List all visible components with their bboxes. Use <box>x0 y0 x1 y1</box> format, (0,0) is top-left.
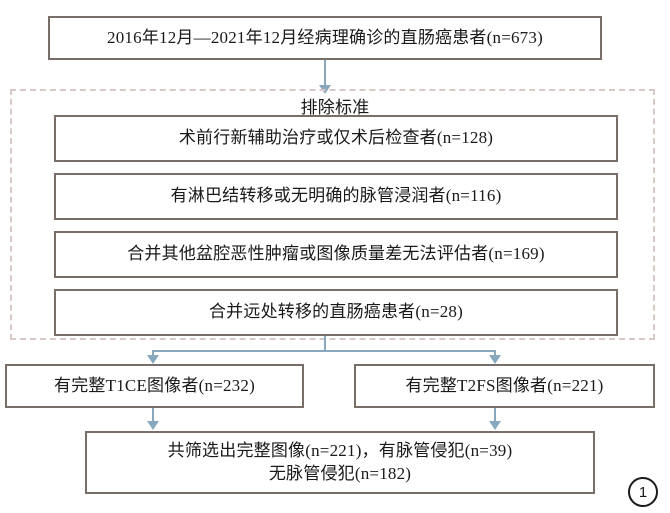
connector-source-to-exclusions <box>324 60 326 88</box>
node-branch-t2fs: 有完整T2FS图像者(n=221) <box>354 364 655 408</box>
exclusion-criteria-title: 排除标准 <box>300 98 370 117</box>
node-source-cohort-label: 2016年12月—2021年12月经病理确诊的直肠癌患者(n=673) <box>107 27 543 47</box>
connector-t2fs-to-final <box>494 408 496 426</box>
arrow-head-down-icon <box>147 355 159 364</box>
connector-split-bar <box>152 350 496 352</box>
node-exclusion-1: 术前行新辅助治疗或仅术后检查者(n=128) <box>54 115 618 162</box>
node-branch-t1ce-label: 有完整T1CE图像者(n=232) <box>54 375 255 395</box>
node-exclusion-3-label: 合并其他盆腔恶性肿瘤或图像质量差无法评估者(n=169) <box>127 244 545 264</box>
exclusion-criteria-region <box>10 89 655 340</box>
node-exclusion-2: 有淋巴结转移或无明确的脉管浸润者(n=116) <box>54 173 618 220</box>
connector-t1ce-to-final <box>152 408 154 426</box>
arrow-head-down-icon <box>489 421 501 430</box>
connector-split-stem <box>324 336 326 352</box>
node-exclusion-1-label: 术前行新辅助治疗或仅术后检查者(n=128) <box>178 128 494 148</box>
node-branch-t1ce: 有完整T1CE图像者(n=232) <box>5 364 304 408</box>
figure-number-label: 1 <box>638 483 648 501</box>
arrow-head-down-icon <box>147 421 159 430</box>
figure-number-badge: 1 <box>628 477 658 507</box>
arrow-head-down-icon <box>489 355 501 364</box>
node-final-cohort: 共筛选出完整图像(n=221)，有脉管侵犯(n=39) 无脉管侵犯(n=182) <box>85 431 595 494</box>
node-final-cohort-label: 共筛选出完整图像(n=221)，有脉管侵犯(n=39) 无脉管侵犯(n=182) <box>167 440 513 483</box>
node-exclusion-4: 合并远处转移的直肠癌患者(n=28) <box>54 289 618 336</box>
node-source-cohort: 2016年12月—2021年12月经病理确诊的直肠癌患者(n=673) <box>48 16 602 60</box>
node-exclusion-3: 合并其他盆腔恶性肿瘤或图像质量差无法评估者(n=169) <box>54 231 618 278</box>
node-branch-t2fs-label: 有完整T2FS图像者(n=221) <box>405 375 604 395</box>
node-exclusion-4-label: 合并远处转移的直肠癌患者(n=28) <box>208 302 463 322</box>
node-exclusion-2-label: 有淋巴结转移或无明确的脉管浸润者(n=116) <box>170 186 502 206</box>
